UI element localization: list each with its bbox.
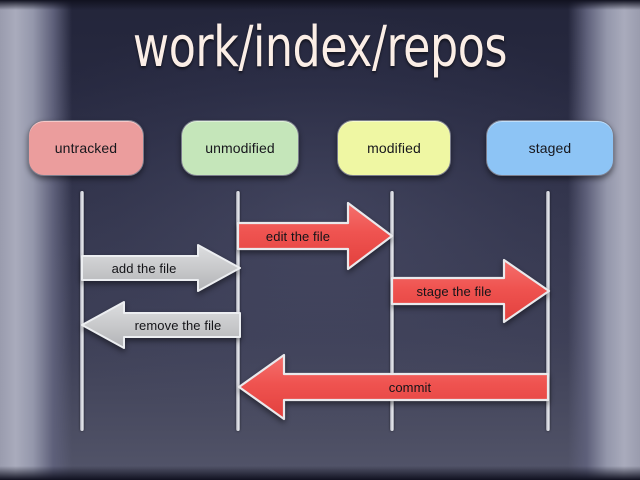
slide-edge-top [0, 0, 640, 10]
transition-arrow-commit[interactable]: commit [236, 352, 550, 422]
state-label-modified: modified [367, 140, 421, 156]
state-box-untracked[interactable]: untracked [28, 120, 144, 176]
state-box-modified[interactable]: modified [337, 120, 451, 176]
state-label-untracked: untracked [54, 140, 118, 156]
lifeline-modified [390, 191, 394, 431]
lifeline-staged [546, 191, 550, 431]
state-box-staged[interactable]: staged [486, 120, 614, 176]
lifeline-unmodified [236, 191, 240, 431]
lifeline-untracked [80, 191, 84, 431]
state-label-unmodified: unmodified [205, 140, 275, 156]
slide-edge-right [568, 0, 640, 480]
transition-arrow-stage-the-file[interactable]: stage the file [390, 257, 552, 325]
transition-arrow-edit-the-file[interactable]: edit the file [236, 199, 394, 273]
state-box-unmodified[interactable]: unmodified [181, 120, 299, 176]
state-label-staged: staged [528, 140, 572, 156]
transition-arrow-add-the-file[interactable]: add the file [80, 243, 242, 293]
slide-edge-left [0, 0, 72, 480]
transition-arrow-remove-the-file[interactable]: remove the file [80, 300, 242, 350]
slide-edge-bottom [0, 466, 640, 480]
slide-title: work/index/repos [132, 15, 508, 80]
